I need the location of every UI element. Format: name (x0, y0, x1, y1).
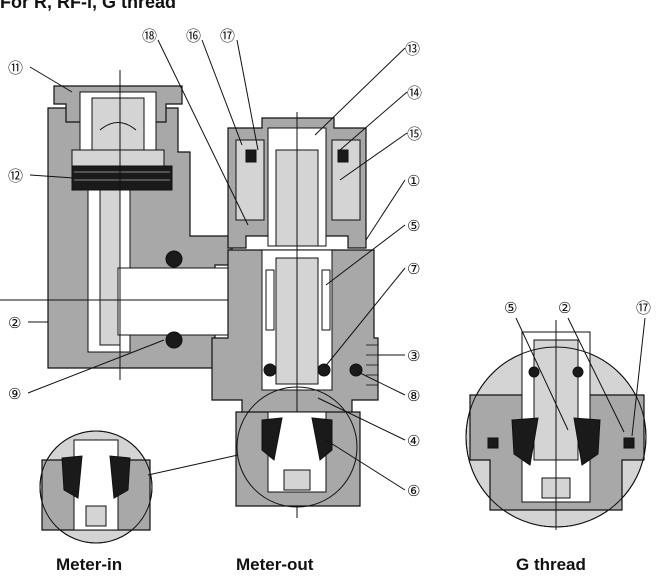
callout-14: ⑭ (407, 84, 422, 102)
callout-2: ② (8, 314, 21, 332)
callout-9: ⑨ (8, 385, 21, 403)
callout-g-17: ⑰ (636, 299, 651, 317)
callout-4: ④ (407, 432, 420, 450)
callout-16: ⑯ (186, 27, 201, 45)
callout-15: ⑮ (407, 125, 422, 143)
callout-8: ⑧ (407, 387, 420, 405)
caption-meter-in: Meter-in (56, 555, 122, 574)
callout-6: ⑥ (407, 482, 420, 500)
callout-18: ⑱ (142, 27, 157, 45)
callout-g-5: ⑤ (504, 299, 517, 317)
caption-meter-out: Meter-out (236, 555, 314, 574)
callout-11: ⑪ (8, 59, 23, 77)
meter-in-detail (39, 430, 239, 544)
elbow-body (0, 70, 262, 380)
callout-12: ⑫ (8, 167, 23, 185)
callout-5: ⑤ (407, 217, 420, 235)
header-title: For R, RF-i, G thread (0, 0, 176, 12)
callout-labels: ⑪ ⑫ ② ⑨ ⑱ ⑯ ⑰ ⑬ ⑭ ⑮ ① ⑤ ⑦ ③ ⑧ ④ ⑥ ⑤ ② ⑰ (8, 27, 651, 500)
callout-1: ① (407, 172, 420, 190)
g-thread-detail (465, 320, 647, 530)
callout-17: ⑰ (220, 27, 235, 45)
callout-leaders (27, 39, 646, 491)
main-valve-assembly (211, 112, 379, 518)
callout-3: ③ (407, 347, 420, 365)
callout-7: ⑦ (407, 260, 420, 278)
callout-g-2: ② (558, 299, 571, 317)
callout-13: ⑬ (405, 40, 420, 58)
caption-g-thread: G thread (516, 555, 586, 574)
meter-out-detail (235, 386, 361, 508)
